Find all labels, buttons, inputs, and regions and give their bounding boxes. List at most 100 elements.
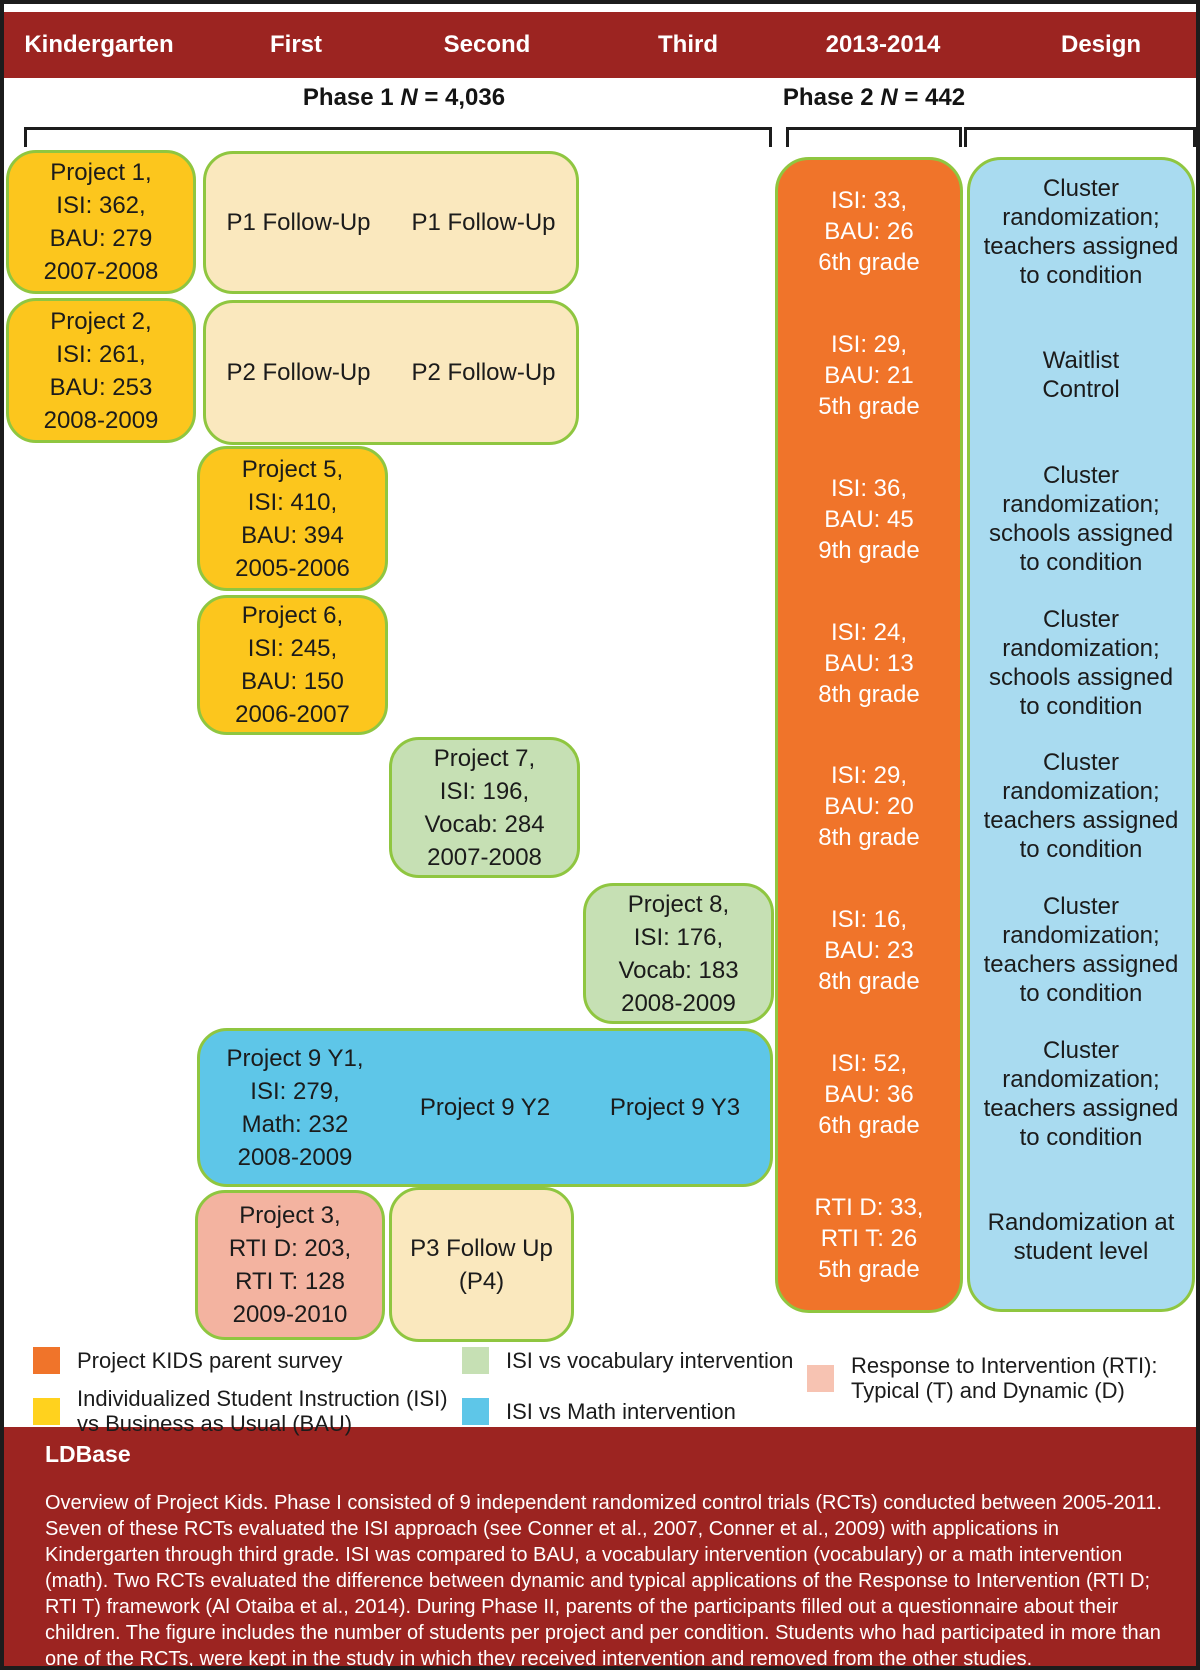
- box-line: ISI: 362,: [56, 192, 146, 219]
- phase1-value: = 4,036: [424, 84, 506, 111]
- design-bracket: [964, 127, 1196, 147]
- box-line: 2007-2008: [427, 843, 542, 871]
- box-line: Vocab: 284: [424, 810, 545, 838]
- survey-line: 8th grade: [818, 824, 920, 852]
- project-1-box: Project 1, ISI: 362, BAU: 279 2007-2008: [6, 150, 196, 294]
- p2-followup-first-grade: P2 Follow-Up: [226, 359, 371, 386]
- phase1-label: Phase 1 N = 4,036: [204, 84, 604, 112]
- survey-cell: RTI D: 33, RTI T: 26 5th grade: [778, 1166, 960, 1310]
- box-line: Project 7,: [433, 744, 536, 772]
- survey-line: ISI: 52,: [830, 1049, 908, 1077]
- box-line: Math: 232: [241, 1110, 349, 1138]
- project-6-box: Project 6, ISI: 245, BAU: 150 2006-2007: [197, 595, 388, 735]
- survey-line: 5th grade: [818, 393, 920, 421]
- design-cell: Cluster randomization; teachers assigned…: [983, 174, 1179, 289]
- project-9-y2-cell: Project 9 Y2: [419, 1094, 551, 1121]
- survey-line: ISI: 16,: [830, 906, 908, 934]
- legend-item-parent-survey: Project KIDS parent survey: [33, 1347, 342, 1374]
- phase2-bracket: [786, 127, 962, 147]
- box-line: RTI D: 203,: [228, 1235, 352, 1262]
- box-line: ISI: 279,: [250, 1077, 340, 1105]
- box-line: Project 2,: [50, 307, 152, 335]
- survey-line: BAU: 20: [824, 793, 914, 821]
- project-9-box: Project 9 Y1, ISI: 279, Math: 232 2008-2…: [197, 1028, 773, 1187]
- phase1-bracket: [24, 127, 772, 147]
- legend-swatch-pink: [807, 1364, 834, 1392]
- box-line: 2008-2009: [621, 989, 736, 1017]
- project-5-box: Project 5, ISI: 410, BAU: 394 2005-2006: [197, 446, 388, 591]
- box-line: BAU: 150: [241, 668, 344, 695]
- diagram-canvas: Phase 1 N = 4,036 Phase 2 N = 442 Projec…: [4, 78, 1196, 1436]
- design-cell: Cluster randomization; schools assigned …: [988, 605, 1174, 720]
- box-line: Project 9 Y1,: [226, 1044, 364, 1072]
- survey-line: ISI: 33,: [830, 187, 908, 215]
- legend-label: ISI vs Math intervention: [506, 1399, 736, 1424]
- box-line: 2006-2007: [235, 701, 350, 728]
- box-line: Project 5,: [241, 455, 344, 483]
- box-line: 2009-2010: [232, 1301, 348, 1328]
- survey-cell: ISI: 29, BAU: 20 8th grade: [778, 735, 960, 879]
- survey-cell: ISI: 33, BAU: 26 6th grade: [778, 160, 960, 304]
- design-cell: Cluster randomization; schools assigned …: [988, 462, 1174, 577]
- legend-item-isi-vocab: ISI vs vocabulary intervention: [462, 1347, 793, 1374]
- p1-followup-first-grade: P1 Follow-Up: [226, 209, 371, 236]
- phase2-n-symbol: N: [880, 84, 898, 111]
- figure-caption: LDBase Overview of Project Kids. Phase I…: [4, 1427, 1196, 1666]
- box-line: ISI: 245,: [247, 635, 338, 662]
- survey-line: ISI: 36,: [830, 474, 908, 502]
- survey-line: 9th grade: [818, 536, 920, 564]
- p1-followup-second-grade: P1 Follow-Up: [411, 209, 556, 236]
- survey-line: BAU: 36: [824, 1080, 914, 1108]
- survey-line: BAU: 21: [824, 362, 914, 390]
- survey-line: BAU: 13: [824, 649, 914, 677]
- legend-swatch-orange: [33, 1347, 60, 1374]
- survey-line: BAU: 45: [824, 505, 914, 533]
- legend-item-isi-bau: Individualized Student Instruction (ISI)…: [33, 1386, 448, 1436]
- survey-cell: ISI: 52, BAU: 36 6th grade: [778, 1023, 960, 1167]
- survey-line: RTI D: 33,: [814, 1193, 924, 1221]
- phase2-text: Phase 2: [782, 84, 874, 111]
- p3-followup-box: P3 Follow Up (P4): [389, 1187, 574, 1342]
- survey-line: BAU: 26: [824, 218, 914, 246]
- header-col-first: First: [269, 31, 323, 58]
- survey-line: 8th grade: [818, 680, 920, 708]
- legend-item-isi-math: ISI vs Math intervention: [462, 1398, 736, 1425]
- survey-line: ISI: 29,: [830, 331, 908, 359]
- legend-swatch-green: [462, 1347, 489, 1374]
- box-line: Project 6,: [241, 602, 344, 629]
- box-line: Project 1,: [50, 159, 152, 186]
- design-cell: Cluster randomization; teachers assigned…: [983, 749, 1179, 864]
- survey-line: ISI: 24,: [830, 618, 908, 646]
- phase2-value: = 442: [904, 84, 966, 111]
- box-line: BAU: 394: [241, 521, 344, 549]
- design-cell: Cluster randomization; teachers assigned…: [983, 1036, 1179, 1151]
- box-line: ISI: 196,: [439, 777, 530, 805]
- survey-cell: ISI: 16, BAU: 23 8th grade: [778, 879, 960, 1023]
- phase1-text: Phase 1: [302, 84, 394, 111]
- design-cell: Waitlist Control: [1042, 347, 1120, 404]
- project-2-box: Project 2, ISI: 261, BAU: 253 2008-2009: [6, 298, 196, 443]
- header-col-design: Design: [1060, 31, 1142, 58]
- box-line: ISI: 261,: [56, 340, 146, 368]
- survey-cell: ISI: 29, BAU: 21 5th grade: [778, 304, 960, 448]
- survey-line: 8th grade: [818, 968, 920, 996]
- survey-line: 5th grade: [818, 1255, 920, 1283]
- legend-swatch-blue: [462, 1398, 489, 1425]
- header-col-third: Third: [658, 31, 718, 58]
- header-col-second: Second: [443, 31, 531, 58]
- header-col-kindergarten: Kindergarten: [24, 31, 174, 58]
- box-line: RTI T: 128: [235, 1268, 345, 1295]
- survey-line: 6th grade: [818, 249, 920, 277]
- box-line: 2008-2009: [237, 1143, 353, 1171]
- header-col-2013-2014: 2013-2014: [825, 31, 941, 58]
- phase2-label: Phase 2 N = 442: [724, 84, 1024, 112]
- survey-line: BAU: 23: [824, 937, 914, 965]
- box-line: P3 Follow Up: [410, 1234, 553, 1262]
- design-cell: Cluster randomization; teachers assigned…: [983, 892, 1179, 1007]
- p2-followup-second-grade: P2 Follow-Up: [411, 359, 556, 386]
- survey-cell: ISI: 36, BAU: 45 9th grade: [778, 448, 960, 592]
- ldbase-title: LDBase: [45, 1441, 131, 1467]
- p2-followup-box: P2 Follow-Up P2 Follow-Up: [203, 300, 579, 445]
- box-line: Project 8,: [627, 890, 730, 918]
